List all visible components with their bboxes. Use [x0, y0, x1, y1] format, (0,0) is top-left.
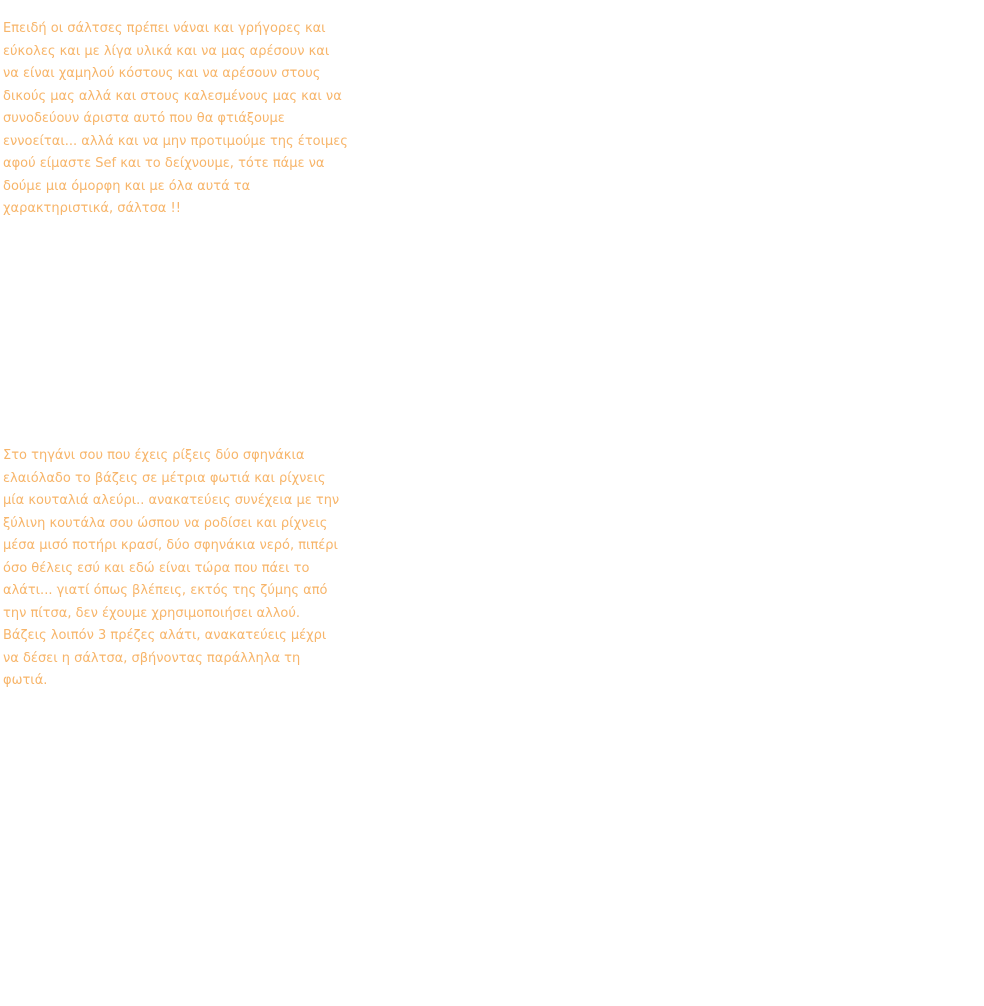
text-line: να είναι χαμηλού κόστους και να αρέσουν … — [3, 66, 321, 81]
intro-paragraph: Επειδή οι σάλτσες πρέπει νάναι και γρήγο… — [3, 18, 348, 221]
text-line: δικούς μας αλλά και στους καλεσμένους μα… — [3, 88, 342, 104]
text-line: ξύλινη κουτάλα σου ώσπου να ροδίσει και … — [3, 515, 328, 531]
text-line: την πίτσα, δεν έχουμε χρησιμοποιήσει αλλ… — [3, 605, 301, 621]
text-line: αφού είμαστε Sef και το δείχνουμε, τότε … — [3, 156, 325, 171]
text-line: δούμε μια όμορφη και με όλα αυτά τα — [3, 178, 251, 194]
text-line: εύκολες και με λίγα υλικά και να μας αρέ… — [3, 43, 330, 59]
text-line: Επειδή οι σάλτσες πρέπει νάναι και γρήγο… — [3, 21, 326, 36]
text-line: ελαιόλαδο το βάζεις σε μέτρια φωτιά και … — [3, 470, 326, 486]
text-line: εννοείται... αλλά και να μην προτιμούμε … — [3, 133, 348, 149]
text-line: χαρακτηριστικά, σάλτσα !! — [3, 201, 181, 216]
text-line: φωτιά. — [3, 673, 48, 688]
text-line: Βάζεις λοιπόν 3 πρέζες αλάτι, ανακατεύει… — [3, 628, 327, 643]
text-line: μέσα μισό ποτήρι κρασί, δύο σφηνάκια νερ… — [3, 538, 338, 553]
instructions-paragraph: Στο τηγάνι σου που έχεις ρίξεις δύο σφην… — [3, 445, 340, 693]
text-line: όσο θέλεις εσύ και εδώ είναι τώρα που πά… — [3, 560, 310, 576]
text-line: Στο τηγάνι σου που έχεις ρίξεις δύο σφην… — [3, 448, 305, 463]
text-line: αλάτι... γιατί όπως βλέπεις, εκτός της ζ… — [3, 583, 328, 598]
text-line: μία κουταλιά αλεύρι.. ανακατεύεις συνέχε… — [3, 493, 340, 508]
text-line: συνοδεύουν άριστα αυτό που θα φτιάξουμε — [3, 111, 285, 126]
text-line: να δέσει η σάλτσα, σβήνοντας παράλληλα τ… — [3, 650, 301, 666]
